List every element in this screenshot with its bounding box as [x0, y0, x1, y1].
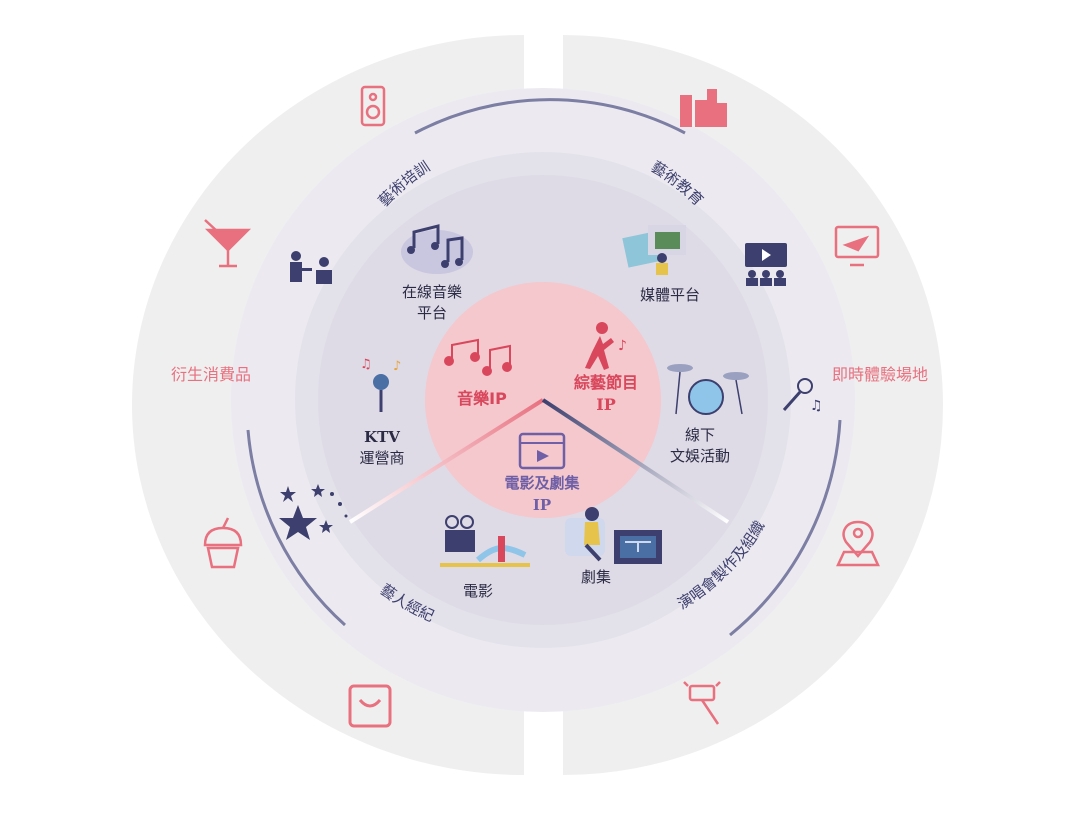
svg-text:♫: ♫: [360, 357, 372, 372]
film-production-icon: [440, 515, 530, 567]
online-music-label-2: 平台: [417, 304, 447, 322]
audience-screen-icon: [745, 243, 787, 286]
offline-events-label-2: 文娛活動: [670, 447, 730, 465]
online-music-label: 在線音樂: [402, 283, 462, 301]
arc-right: [729, 419, 842, 637]
derivative-goods-label: 衍生消費品: [171, 365, 251, 384]
selfie-stick-icon: [683, 681, 721, 725]
cupcake-icon: [203, 517, 243, 569]
media-platform-label: 媒體平台: [640, 286, 700, 304]
speaker-icon: [360, 85, 386, 127]
svg-text:♫: ♫: [810, 398, 823, 414]
drama-viewer-icon: [565, 507, 662, 564]
media-platform-icon: [622, 225, 686, 275]
ktv-microphone-icon: ♫ ♪: [360, 357, 401, 412]
svg-text:♪: ♪: [393, 359, 401, 374]
dancer-icon: ♪: [585, 322, 627, 370]
film-ip-suffix: IP: [533, 496, 551, 514]
microphone-music-icon: ♫: [782, 378, 823, 414]
spoke-right: [541, 398, 730, 524]
arc-top: [414, 98, 686, 135]
film-label: 電影: [463, 582, 493, 600]
variety-ip-label: 綜藝節目: [574, 373, 638, 392]
spoke-left: [348, 398, 545, 524]
film-ip-label: 電影及劇集: [504, 474, 580, 492]
ktv-label: KTV: [364, 428, 400, 446]
stars-icon: [279, 484, 348, 540]
music-notes-icon: [444, 338, 512, 376]
svg-text:♪: ♪: [618, 338, 627, 354]
buildings-icon: [680, 89, 727, 127]
offline-events-label: 線下: [685, 426, 715, 444]
flight-monitor-icon: [834, 225, 880, 267]
cocktail-icon: [204, 219, 252, 268]
immersive-venues-label: 即時體驗場地: [832, 365, 928, 384]
ktv-label-2: 運營商: [359, 449, 404, 467]
drama-label: 劇集: [581, 568, 611, 586]
location-pin-icon: [836, 520, 880, 567]
online-music-icon: [401, 224, 473, 274]
drum-kit-icon: [667, 364, 749, 415]
tutor-student-icon: [290, 251, 332, 284]
video-play-icon: [518, 432, 566, 470]
arc-left: [246, 429, 347, 627]
music-ip-label: 音樂IP: [457, 389, 507, 408]
shopping-bag-icon: [348, 684, 392, 728]
variety-ip-suffix: IP: [596, 395, 616, 414]
